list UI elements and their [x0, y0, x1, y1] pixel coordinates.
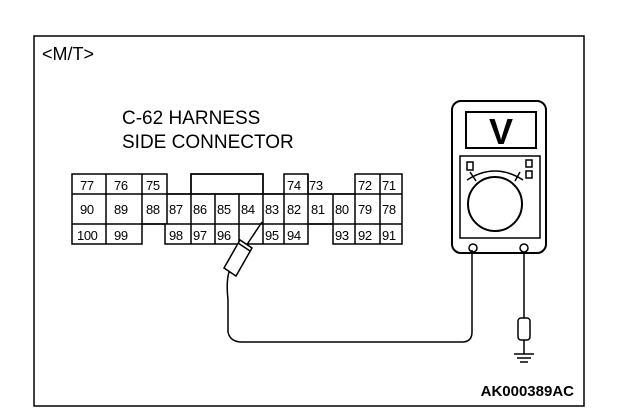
probe-body — [223, 238, 253, 278]
meter-indicator-right-top — [525, 159, 533, 168]
dial-scale-arc — [466, 170, 524, 181]
pin-label: 78 — [382, 202, 396, 217]
pin-label: 93 — [335, 228, 349, 243]
pin-label: 87 — [169, 202, 183, 217]
pin-labels: 77 76 75 74 73 72 71 90 89 88 87 86 85 8… — [77, 178, 396, 243]
meter-case — [451, 100, 547, 254]
meter-jack-v — [519, 243, 529, 253]
pin-label: 99 — [114, 228, 128, 243]
pin-label: 76 — [114, 178, 128, 193]
pin-label: 75 — [146, 178, 160, 193]
pin-label: 83 — [265, 202, 279, 217]
pin-label: 74 — [287, 178, 301, 193]
probe-stripe — [237, 242, 251, 252]
meter-dial-panel — [459, 155, 541, 239]
pin-label: 96 — [217, 228, 231, 243]
meter-display — [465, 111, 537, 149]
pin-label: 79 — [358, 202, 372, 217]
pin-label: 84 — [241, 202, 255, 217]
harness-connector — [71, 173, 403, 245]
pin-label: 89 — [114, 202, 128, 217]
pin-label: 85 — [217, 202, 231, 217]
meter-indicator-left — [466, 161, 474, 171]
meter-display-symbol: V — [489, 111, 513, 152]
pin-label: 98 — [169, 228, 183, 243]
rotary-selector-dial — [467, 176, 523, 232]
multimeter — [451, 100, 547, 254]
connector-label-line-2: SIDE CONNECTOR — [122, 132, 294, 153]
connector-label-line-1: C-62 HARNESS — [122, 108, 260, 129]
pin-label: 95 — [265, 228, 279, 243]
pin-label: 97 — [193, 228, 207, 243]
pin-label: 88 — [146, 202, 160, 217]
ground-probe-body — [517, 317, 531, 341]
pin-label: 91 — [382, 228, 396, 243]
figure-title: <M/T> — [42, 44, 94, 64]
pin-label: 81 — [311, 202, 325, 217]
pin-label: 72 — [358, 178, 372, 193]
probe-tip — [245, 221, 263, 247]
pin-label: 73 — [309, 178, 323, 193]
meter-jack-com — [468, 243, 478, 253]
pin-label: 90 — [80, 202, 94, 217]
meter-indicator-right-bottom — [525, 170, 533, 179]
pin-label: 80 — [335, 202, 349, 217]
figure-frame — [33, 35, 585, 407]
test-lead-wire — [226, 250, 473, 343]
test-probe — [223, 221, 263, 278]
pin-label: 100 — [77, 228, 98, 243]
figure-id: AK000389AC — [481, 383, 575, 400]
pin-label: 77 — [80, 178, 94, 193]
pin-label: 71 — [382, 178, 396, 193]
ground-lead — [517, 252, 531, 354]
ground-icon — [514, 353, 534, 363]
connector-latch — [190, 173, 264, 195]
pin-label: 82 — [287, 202, 301, 217]
pin-label: 94 — [287, 228, 301, 243]
pin-label: 92 — [358, 228, 372, 243]
pin-label: 86 — [193, 202, 207, 217]
